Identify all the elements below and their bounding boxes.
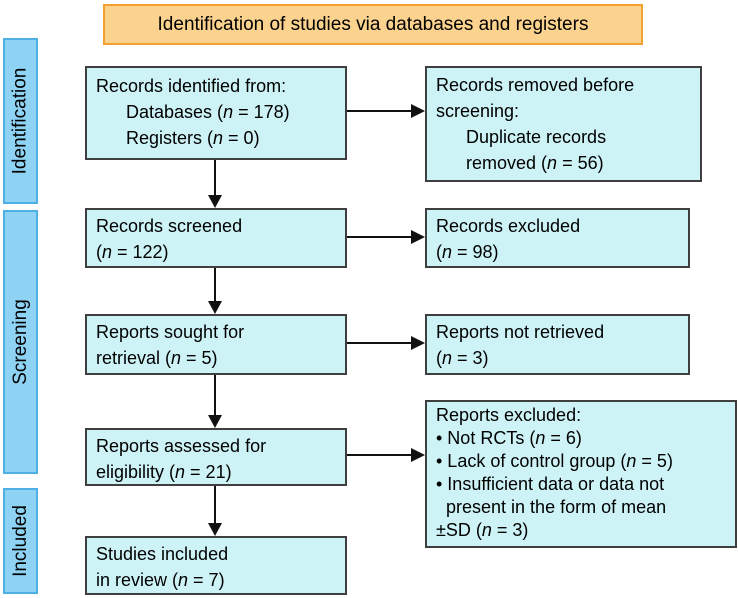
- arrowhead-right-icon: [411, 104, 425, 118]
- stage-label-screening: Screening: [3, 210, 38, 474]
- arrowhead-down-icon: [208, 523, 222, 536]
- arrow-line: [214, 486, 216, 524]
- arrowhead-down-icon: [208, 301, 222, 314]
- stage-label-text: Identification: [9, 67, 31, 175]
- arrowhead-right-icon: [411, 230, 425, 244]
- arrow-line: [347, 236, 412, 238]
- arrow-line: [214, 375, 216, 416]
- box-records-identified: Records identified from: Databases (n = …: [85, 66, 347, 160]
- box-records-screened: Records screened(n = 122): [85, 208, 347, 268]
- arrow-line: [347, 454, 412, 456]
- stage-label-text: Screening: [9, 299, 31, 385]
- arrowhead-right-icon: [411, 336, 425, 350]
- diagram-title: Identification of studies via databases …: [103, 4, 643, 45]
- arrow-line: [347, 342, 412, 344]
- stage-label-identification: Identification: [3, 38, 38, 204]
- stage-label-text: Included: [9, 505, 31, 577]
- stage-label-included: Included: [3, 488, 38, 594]
- box-reports-not-retrieved: Reports not retrieved(n = 3): [425, 314, 690, 375]
- arrow-line: [214, 160, 216, 196]
- arrowhead-down-icon: [208, 195, 222, 208]
- box-records-excluded: Records excluded(n = 98): [425, 208, 690, 268]
- arrow-line: [214, 268, 216, 302]
- box-reports-excluded: Reports excluded:• Not RCTs (n = 6)• Lac…: [425, 400, 737, 548]
- arrowhead-right-icon: [411, 448, 425, 462]
- arrowhead-down-icon: [208, 415, 222, 428]
- arrow-line: [347, 110, 412, 112]
